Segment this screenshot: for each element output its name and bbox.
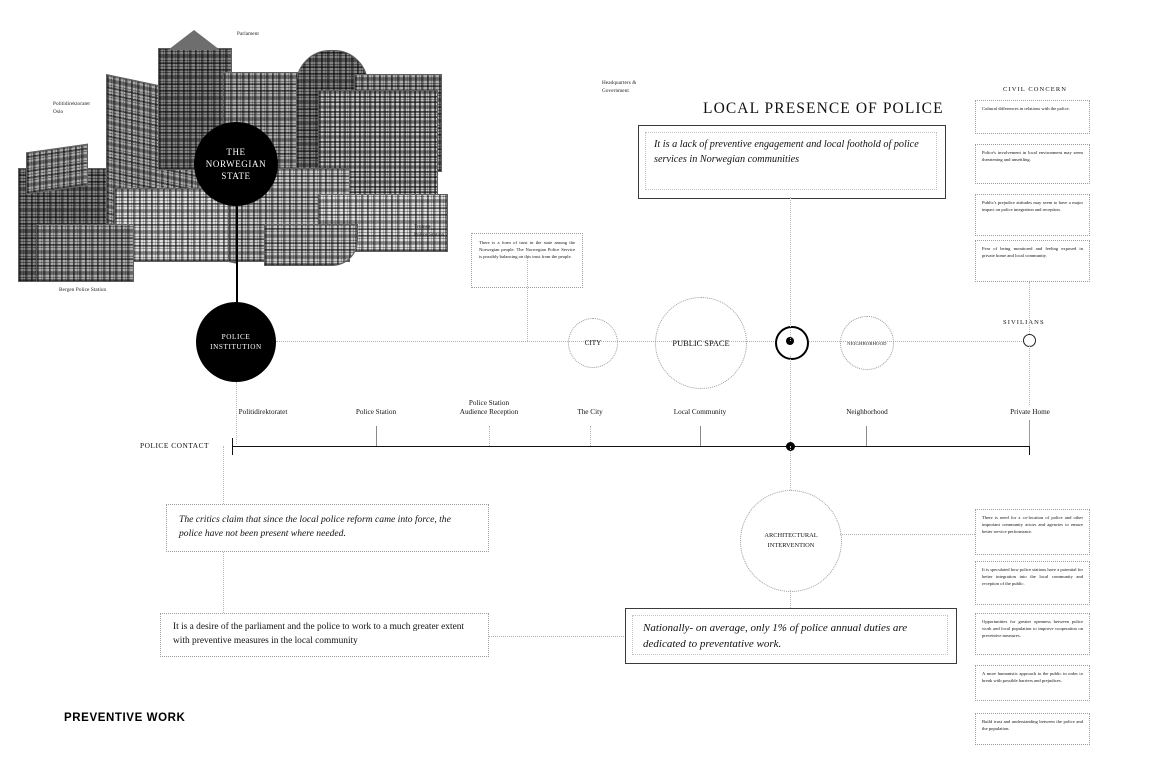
node-neighborhood[interactable]: NEIGHBORHOOD — [840, 316, 894, 370]
collage-building-annex-a — [26, 143, 88, 195]
civil-concern-item-4: Fear of being monitored and feeling expo… — [975, 240, 1090, 282]
node-focus-dot — [786, 337, 794, 345]
collage-building-bergen-station — [36, 224, 134, 282]
opportunity-item-3: Opportunities for greater openness betwe… — [975, 613, 1090, 655]
axis-tick-neighborhood — [866, 426, 867, 446]
opportunity-item-4: A more humanistic approach to the public… — [975, 665, 1090, 701]
guide-axis-to-intervention — [790, 446, 791, 490]
axis-tick-label-police-station: Police Station — [355, 408, 397, 416]
node-norwegian-state[interactable]: THE NORWEGIAN STATE — [194, 122, 278, 206]
guide-axis-to-critics — [223, 446, 224, 504]
node-police-institution[interactable]: POLICE INSTITUTION — [196, 302, 276, 382]
axis-cap-right — [1029, 438, 1030, 455]
civil-concern-heading: CIVIL CONCERN — [1003, 86, 1068, 93]
timeline-axis — [232, 446, 1030, 447]
axis-tick-the-city — [590, 426, 591, 446]
civil-concern-item-1: Cultural differences in relations with t… — [975, 100, 1090, 134]
connector-intervention-to-opportunities — [840, 534, 975, 535]
axis-tick-label-politidirektoratet: Politidirektoratet — [238, 408, 288, 416]
guide-trust-to-spine — [527, 258, 528, 341]
axis-label: POLICE CONTACT — [140, 441, 210, 450]
collage-label-parlament: Parlament — [237, 31, 259, 37]
guide-civil-to-civilians — [1029, 282, 1030, 334]
opportunity-item-5: Build trust and understanding between th… — [975, 713, 1090, 745]
opportunity-item-2: It is speculated how police stations hav… — [975, 561, 1090, 605]
node-architectural-intervention[interactable]: ARCHITECTURAL INTERVENTION — [740, 490, 842, 592]
main-callout-frame: It is a lack of preventive engagement an… — [638, 125, 946, 199]
axis-tick-label-private-home: Private Home — [1010, 408, 1050, 416]
footer-heading: PREVENTIVE WORK — [64, 712, 186, 724]
node-public-space[interactable]: PUBLIC SPACE — [655, 297, 747, 389]
guide-civilians-to-axis — [1029, 345, 1030, 405]
guide-intervention-to-statistic — [790, 590, 791, 612]
opportunity-item-1: There is need for a co-location of polic… — [975, 509, 1090, 555]
desire-callout: It is a desire of the parliament and the… — [160, 613, 489, 657]
guide-critics-to-desire — [223, 552, 224, 613]
node-row-spine — [276, 341, 1026, 342]
page-title: LOCAL PRESENCE OF POLICE — [703, 100, 944, 117]
statistic-callout-frame: Nationally- on average, only 1% of polic… — [625, 608, 957, 664]
axis-tick-private-home — [1029, 420, 1030, 446]
node-city[interactable]: CITY — [568, 318, 618, 368]
collage-label-headquarters: Headquarters & Government — [602, 80, 637, 94]
connector-desire-to-statistic — [489, 636, 638, 637]
axis-tick-local-community — [700, 426, 701, 446]
collage-label-tromso: Tromsø Police Station — [414, 224, 445, 238]
collage-roof-peak — [168, 30, 220, 50]
collage-label-bergen: Bergen Police Station — [59, 287, 107, 293]
axis-cap-left — [232, 438, 233, 455]
civil-concern-item-2: Police's involvement in local environmen… — [975, 144, 1090, 184]
axis-tick-audience-reception — [489, 426, 490, 446]
axis-tick-label-the-city: The City — [577, 408, 603, 416]
guide-main-callout-down — [790, 197, 791, 341]
guide-institution-to-axis — [236, 382, 237, 444]
node-focus-ring[interactable] — [775, 326, 809, 360]
axis-tick-label-neighborhood: Neighborhood — [846, 408, 888, 416]
collage-label-politidirektoratet: Politidirektoratet Oslo — [53, 101, 90, 115]
statistic-callout-text: Nationally- on average, only 1% of polic… — [632, 615, 948, 655]
connector-state-institution — [236, 206, 238, 306]
building-collage — [18, 28, 578, 282]
node-civilians-label: SIVILIANS — [1003, 319, 1045, 326]
civil-concern-item-3: Public's prejudice attitudes may seem to… — [975, 194, 1090, 236]
collage-building-curved-wing — [264, 224, 358, 266]
critics-callout: The critics claim that since the local p… — [166, 504, 489, 552]
main-callout-text: It is a lack of preventive engagement an… — [645, 132, 937, 190]
axis-tick-label-local-community: Local Community — [673, 408, 727, 416]
axis-tick-label-audience-reception: Police Station Audience Reception — [459, 399, 519, 416]
guide-focus-to-axis — [790, 356, 791, 444]
axis-tick-police-station — [376, 426, 377, 446]
